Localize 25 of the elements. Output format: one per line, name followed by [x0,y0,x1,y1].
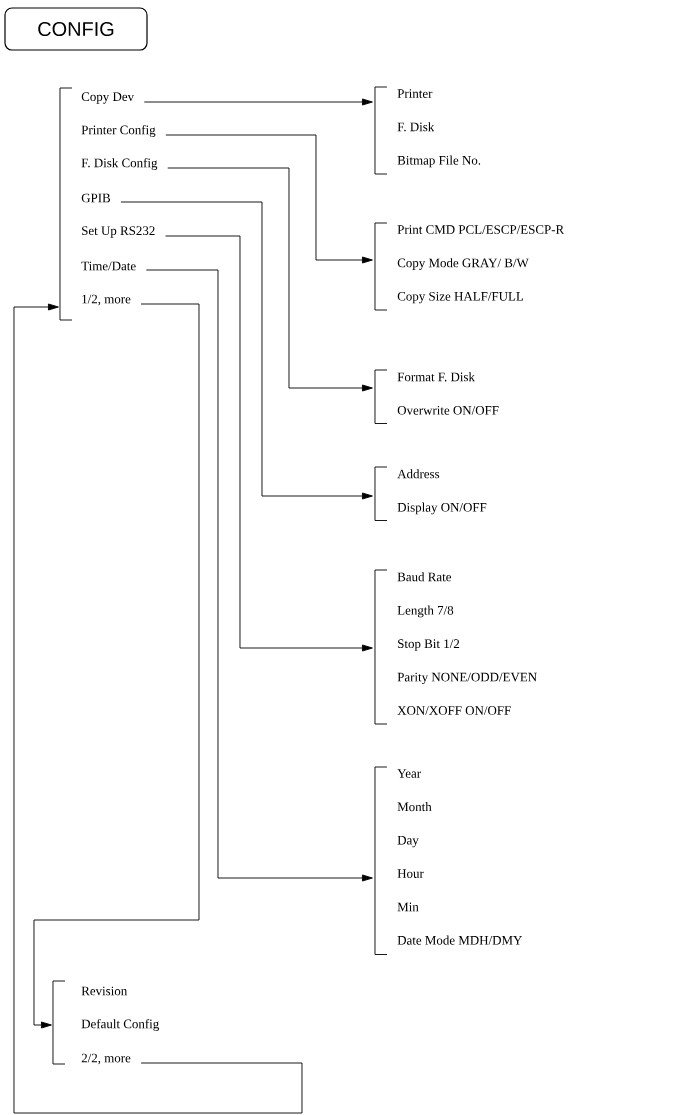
menu-item: Printer Config [81,125,156,137]
arrow [13,303,303,1114]
submenu-list: Printer F. Disk Bitmap File No. [374,86,481,175]
arrow [165,134,373,264]
arrow [143,98,373,106]
menu-item: Revision [81,986,128,996]
arrow [120,201,373,500]
submenu-list: Baud Rate Length 7/8 Stop Bit 1/2 Parity NONE/ODD/EVEN XON/XOFF ON/OFF [374,569,537,725]
menu-item: 1/2, more [82,294,131,306]
menu-item: Default Config [81,1019,159,1031]
menu-item: GPIB [81,193,111,203]
submenu-list: Address Display ON/OFF [374,466,487,521]
key-button: CONFIG [4,7,148,51]
menu-item: Set Up RS232 [82,226,155,238]
arrow [33,303,200,1029]
menu-item: 2/2, more [81,1053,131,1065]
menu-item: Copy Dev [81,92,135,104]
arrow [167,167,373,392]
submenu-list: Format F. Disk Overwrite ON/OFF [374,369,499,424]
arrow [165,235,373,652]
menu-item: F. Disk Config [81,158,158,170]
submenu-list: Print CMD PCL/ESCP/ESCP-R Copy Mode GRAY/ B/W Copy Size HALF/FULL [374,222,565,311]
submenu-list: Year Month Day Hour Min Date Mode MDH/DMY [374,766,523,955]
arrow [145,269,373,882]
menu-item: Time/Date [81,261,136,271]
